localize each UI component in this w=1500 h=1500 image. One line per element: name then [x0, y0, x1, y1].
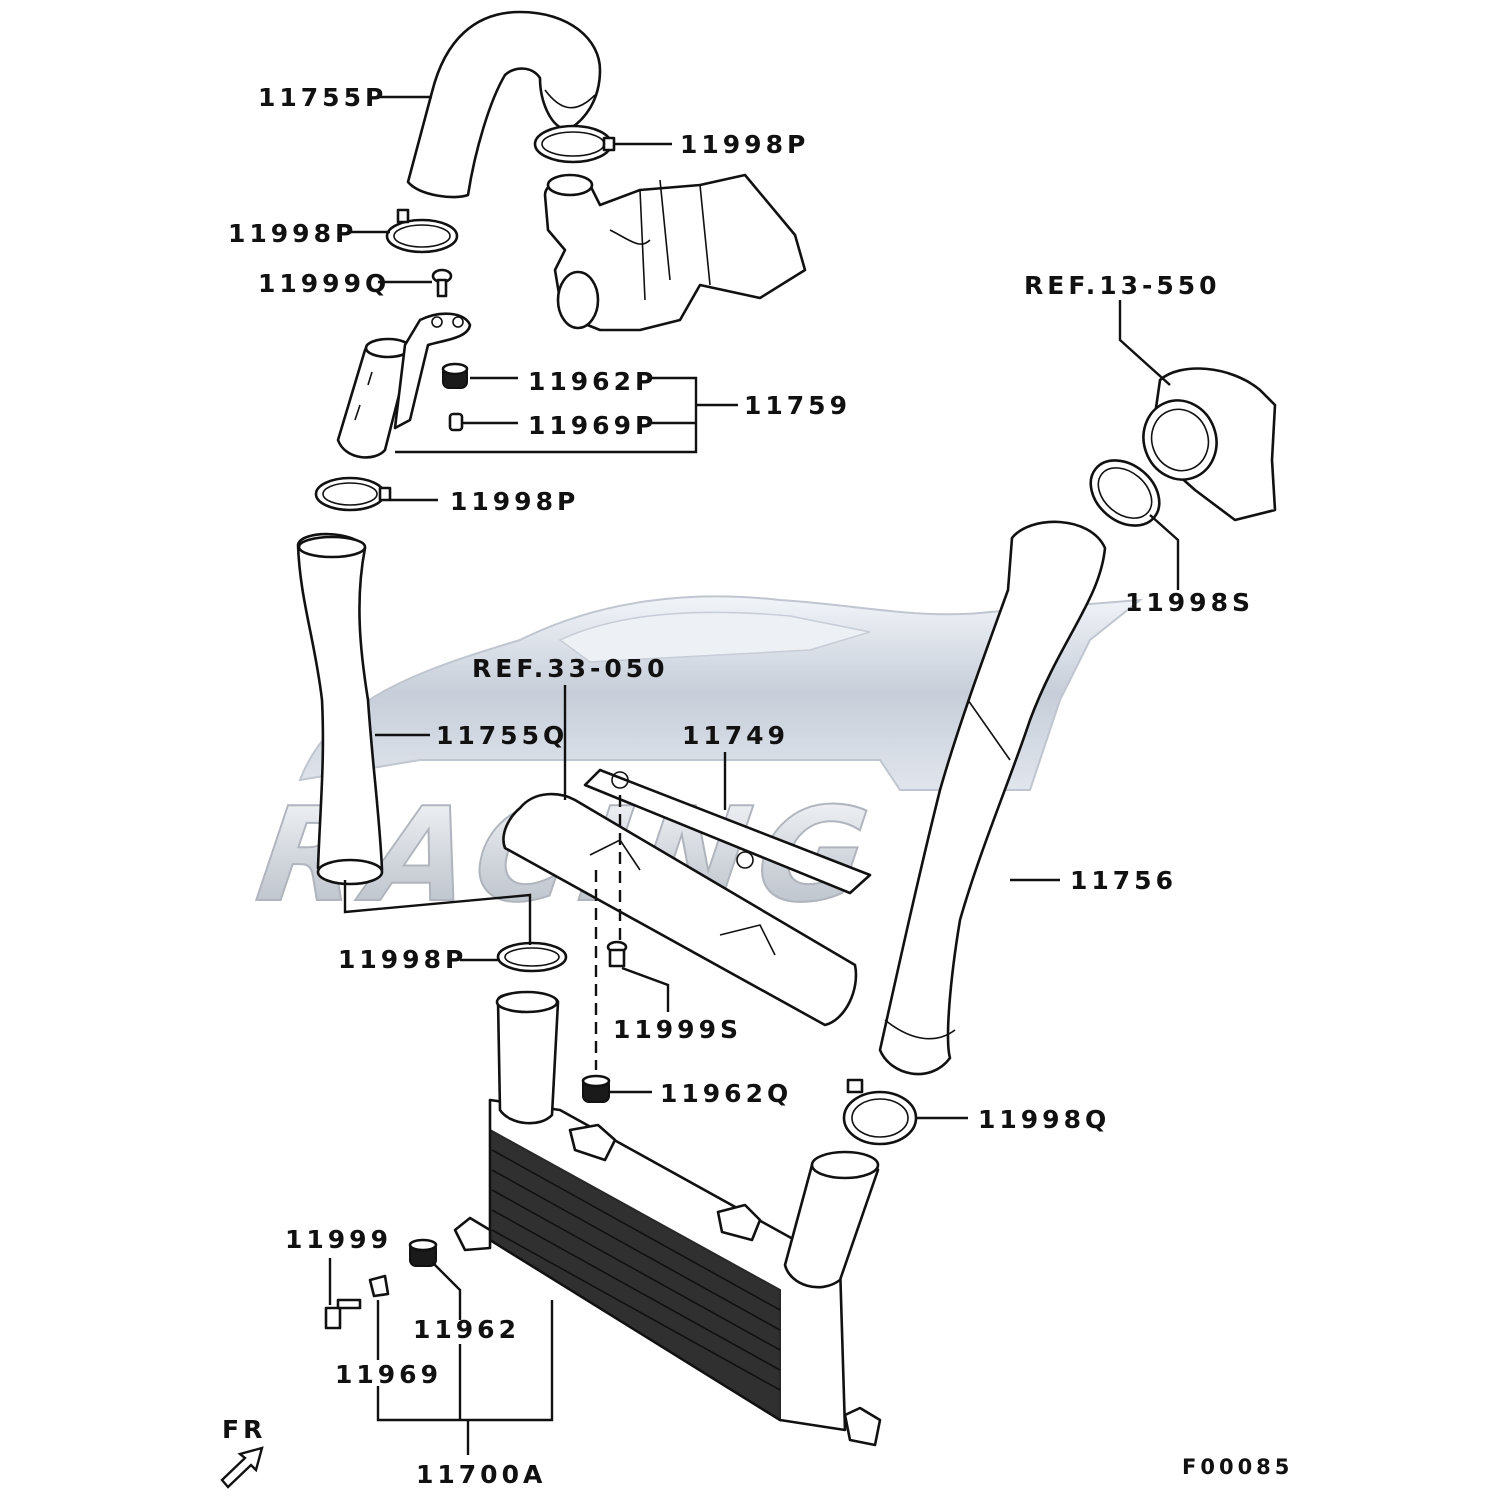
clamp-lower-right-11998q	[842, 1078, 918, 1146]
label-grommet-mid: 11962Q	[660, 1079, 792, 1108]
bracket-11749	[583, 768, 872, 895]
intercooler-core-11700a	[453, 990, 882, 1447]
label-hose-upper: 11755P	[258, 83, 387, 112]
label-front-marker: FR	[222, 1415, 266, 1444]
grommet-11962	[408, 1238, 438, 1267]
right-hose-11756	[878, 520, 1107, 1076]
label-clamp-mid-left: 11998P	[450, 487, 579, 516]
front-direction-arrow-icon	[220, 1446, 264, 1489]
clamp-right-upper-11998s	[1089, 459, 1161, 527]
car-window-shape	[558, 611, 871, 663]
intercooler-pipe-11759	[336, 312, 472, 459]
collar-11969	[368, 1274, 390, 1298]
bolt-11999s	[606, 940, 628, 968]
turbocharger-housing	[543, 173, 807, 332]
bolt-11999	[324, 1298, 362, 1330]
collar-11969p	[448, 412, 464, 432]
label-clamp-top: 11998P	[680, 130, 809, 159]
clamp-top-11998p	[533, 124, 616, 164]
label-clamp-lower-left: 11998P	[338, 945, 467, 974]
label-clamp-right-upper: 11998S	[1125, 588, 1254, 617]
label-hose-right: 11756	[1070, 866, 1177, 895]
throttle-body-ref-13-550	[1142, 367, 1277, 522]
label-clamp-upper-left: 11998P	[228, 219, 357, 248]
label-ref-bracket: REF.33-050	[472, 654, 669, 683]
label-bolt-upper: 11999Q	[258, 269, 390, 298]
clamp-ring-hose-bottom	[316, 858, 384, 886]
label-pipe-assy: 11759	[744, 391, 851, 420]
label-grommet-upper: 11962P	[528, 367, 657, 396]
label-collar-lower: 11969	[335, 1360, 442, 1389]
label-bolt-mid: 11999S	[613, 1015, 742, 1044]
leader-lines	[328, 95, 1180, 1455]
label-intercooler: 11700A	[416, 1460, 546, 1489]
figure-code: F00085	[1182, 1455, 1293, 1479]
label-hose-left: 11755Q	[436, 721, 568, 750]
car-silhouette-shape	[298, 595, 1144, 791]
upper-hose-11755p	[406, 10, 602, 199]
label-ref-turbo: REF.13-550	[1024, 271, 1221, 300]
label-bolt-lower: 11999	[285, 1225, 392, 1254]
clamp-upper-left-11998p	[385, 208, 459, 254]
label-grommet-lower: 11962	[413, 1315, 520, 1344]
label-clamp-lower-right: 11998Q	[978, 1105, 1110, 1134]
label-bracket: 11749	[682, 721, 789, 750]
clamp-lower-left-11998p	[496, 941, 568, 973]
label-collar-upper: 11969P	[528, 411, 657, 440]
grommet-11962p	[441, 362, 469, 389]
clamp-mid-left-11998p	[314, 476, 392, 512]
bolt-11999q	[431, 268, 453, 298]
grommet-11962q	[581, 1074, 611, 1103]
